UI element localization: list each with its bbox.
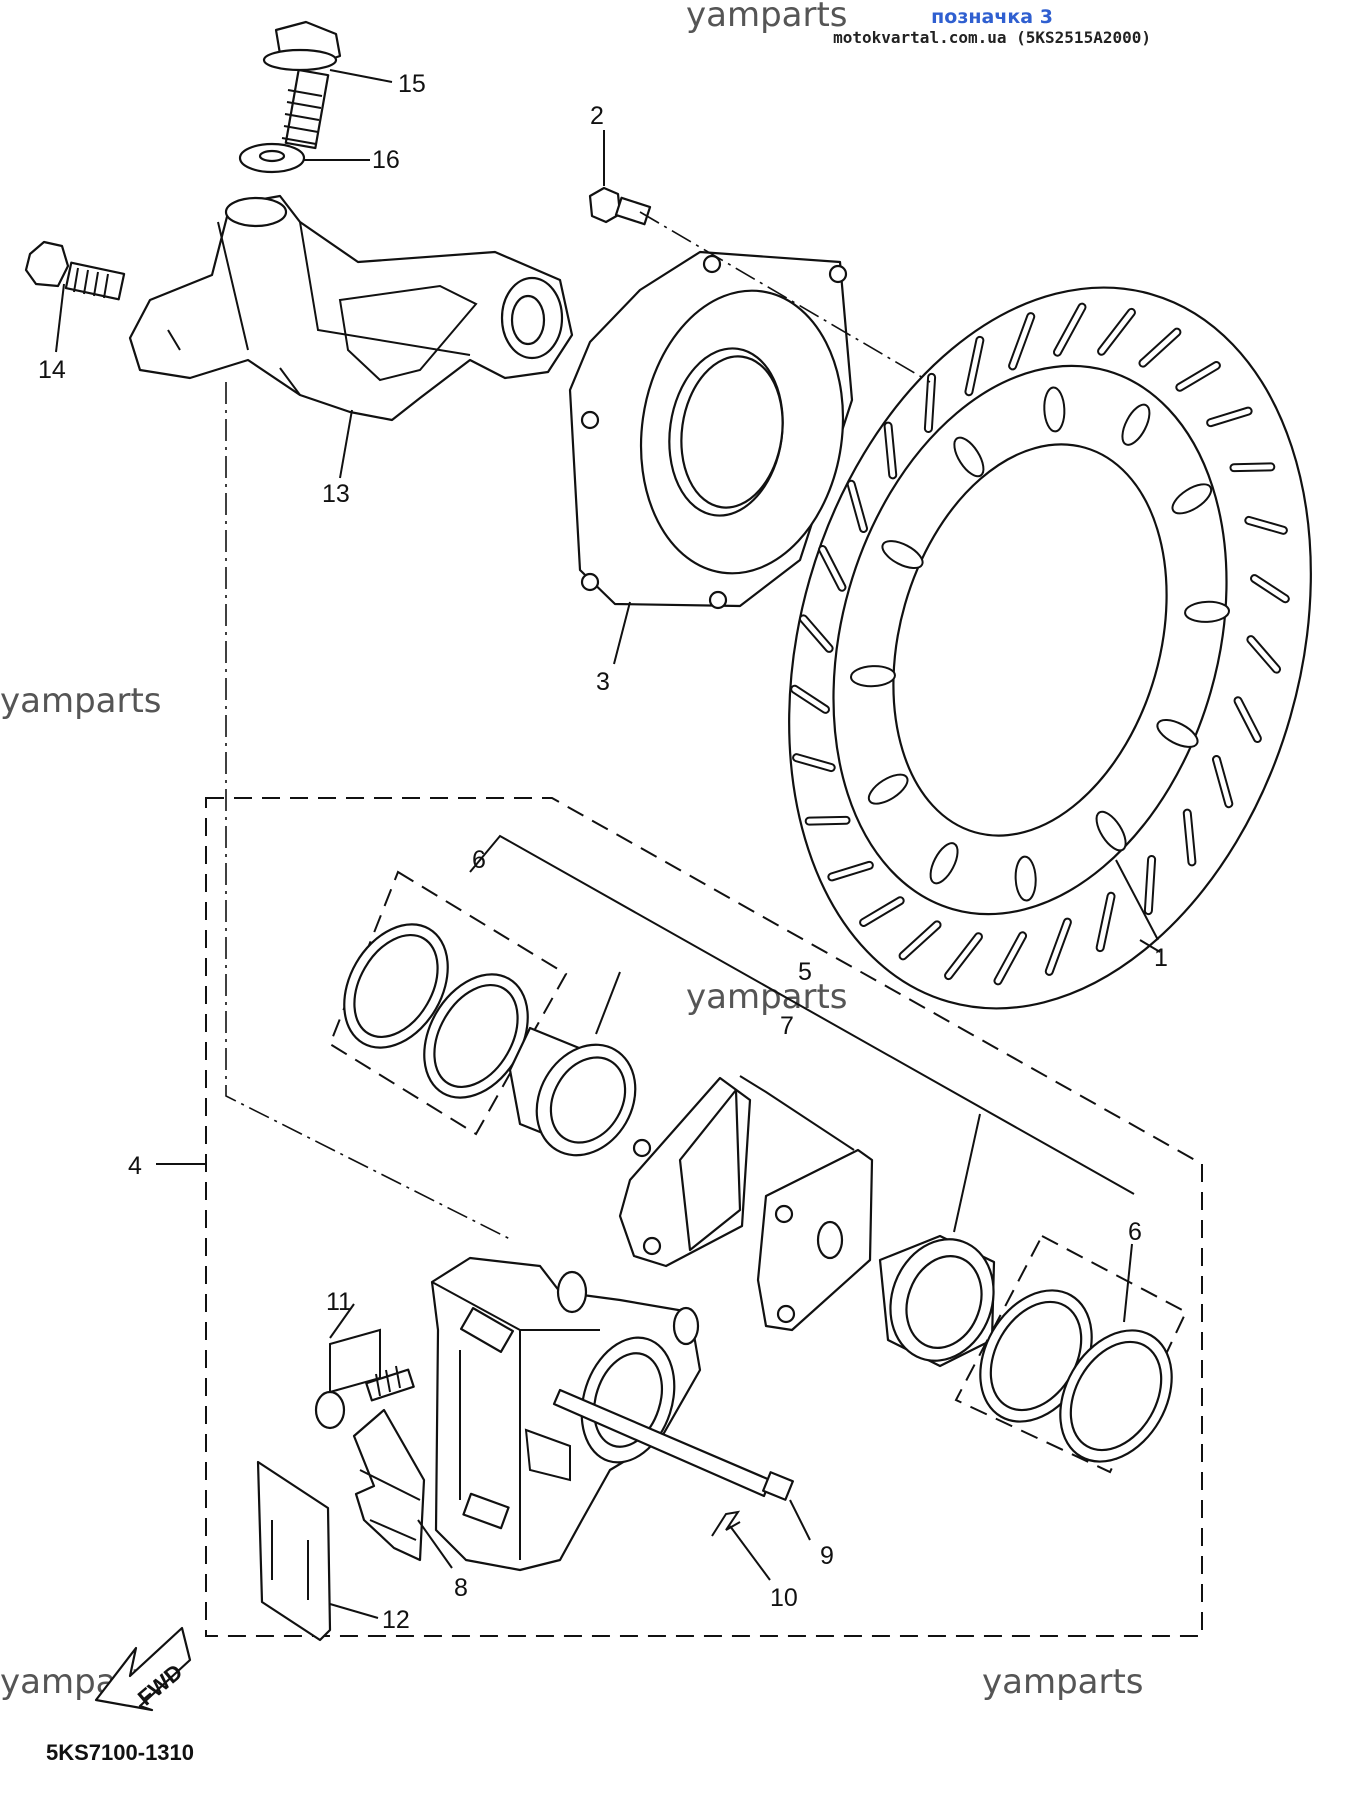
callout-4: 4: [128, 1152, 142, 1180]
disc-slot-fill: [1046, 919, 1070, 974]
callout-12: 12: [382, 1606, 410, 1634]
part-11-bleed-screw: [314, 1328, 415, 1430]
disc-vent-hole: [953, 436, 985, 478]
part-7-brake-pad: [756, 1148, 874, 1332]
callout-1: 1: [1154, 944, 1168, 972]
disc-vent-hole: [1121, 403, 1151, 446]
part-1-brake-disc: [788, 286, 1312, 1010]
disc-slot-fill: [1097, 893, 1114, 951]
disc-vent-hole: [1156, 718, 1199, 748]
callout-14: 14: [38, 356, 66, 384]
callout-3: 3: [596, 668, 610, 696]
disc-slot-fill: [1235, 698, 1260, 742]
header-title: позначка 3: [931, 6, 1053, 28]
part-16-washer: [238, 142, 306, 174]
disc-slot-fill: [966, 337, 983, 395]
disc-slot-fill: [1208, 408, 1251, 426]
caliper-body: [430, 1256, 702, 1572]
disc-vent-hole: [849, 665, 896, 688]
part-3-disc-cover: [568, 250, 854, 610]
callout-6-left: 6: [472, 846, 486, 874]
disc-vent-hole: [929, 842, 959, 885]
callout-11: 11: [326, 1288, 352, 1316]
part-4-caliper-assembly-outline: [205, 797, 1203, 1637]
disc-slot-pattern: [790, 302, 1290, 986]
part-5-piston: [878, 1234, 996, 1368]
header-source: motokvartal.com.ua (5KS2515A2000): [833, 28, 1151, 47]
watermark: yamparts: [982, 1662, 1144, 1702]
disc-slot-fill: [792, 686, 828, 712]
watermark: yamparts: [686, 0, 848, 35]
part-7-brake-pad: [618, 1076, 752, 1268]
disc-vent-hole: [1184, 600, 1231, 623]
callout-10: 10: [770, 1584, 798, 1612]
disc-vent-hole: [1171, 483, 1213, 515]
disc-slot-fill: [925, 374, 935, 432]
disc-slot-fill: [1184, 810, 1195, 865]
part-12-pad-shim: [256, 1460, 332, 1642]
callout-2: 2: [590, 102, 604, 130]
disc-vent-hole: [881, 540, 924, 570]
disc-vent-hole: [1043, 386, 1066, 433]
callout-leader-lines: [55, 69, 1161, 1619]
disc-slot-fill: [1177, 363, 1219, 390]
watermark: yamparts: [686, 977, 848, 1017]
diagram-code: 5KS7100-1310: [46, 1740, 194, 1765]
part-14-bolt: [24, 240, 126, 301]
disc-slot-fill: [848, 481, 866, 532]
disc-slot-fill: [900, 922, 940, 959]
disc-slot-fill: [829, 862, 872, 880]
callout-9: 9: [820, 1542, 834, 1570]
part-6-piston-seal-kit: [328, 870, 568, 1136]
watermark: yamparts: [0, 681, 162, 721]
assembly-axis-line: [639, 211, 931, 383]
part-9-pad-pin: [552, 1388, 794, 1501]
disc-slot-fill: [1140, 329, 1180, 366]
disc-slot-fill: [861, 898, 903, 925]
disc-slot-fill: [806, 817, 849, 824]
disc-slot-fill: [1246, 517, 1286, 533]
part-13-caliper-bracket: [128, 194, 574, 422]
callout-16: 16: [372, 146, 400, 174]
disc-slot-fill: [1252, 576, 1288, 602]
disc-vent-hole: [867, 773, 909, 805]
callout-6-right: 6: [1128, 1218, 1142, 1246]
disc-vent-holes: [849, 386, 1231, 902]
callout-8: 8: [454, 1574, 468, 1602]
disc-slot-fill: [1099, 309, 1134, 354]
part-15-bolt: [262, 20, 342, 150]
disc-slot-fill: [1214, 756, 1232, 807]
disc-slot-fill: [995, 933, 1026, 984]
part-2-bolt: [588, 186, 652, 226]
disc-slot-fill: [1010, 314, 1034, 369]
page-header: позначка 3 motokvartal.com.ua (5KS2515A2…: [833, 6, 1151, 48]
disc-slot-fill: [946, 934, 981, 979]
disc-slot-fill: [800, 616, 832, 651]
disc-slot-fill: [1248, 637, 1280, 672]
disc-slot-fill: [885, 423, 896, 478]
disc-slot-fill: [820, 546, 845, 590]
disc-slot-fill: [1054, 304, 1085, 355]
disc-vent-hole: [1014, 855, 1037, 902]
part-6-piston-seal-kit: [954, 1234, 1188, 1474]
callout-7: 7: [780, 1012, 794, 1040]
callout-15: 15: [398, 70, 426, 98]
disc-slot-fill: [794, 755, 834, 771]
callout-13: 13: [322, 480, 350, 508]
assembly-axis-line: [225, 382, 513, 1241]
callout-5: 5: [798, 958, 812, 986]
disc-vent-hole: [1095, 810, 1127, 852]
part-8-pad-spring: [352, 1408, 426, 1562]
disc-slot-fill: [1145, 856, 1155, 914]
part-5-piston: [508, 1026, 637, 1157]
disc-slot-fill: [1231, 464, 1274, 471]
